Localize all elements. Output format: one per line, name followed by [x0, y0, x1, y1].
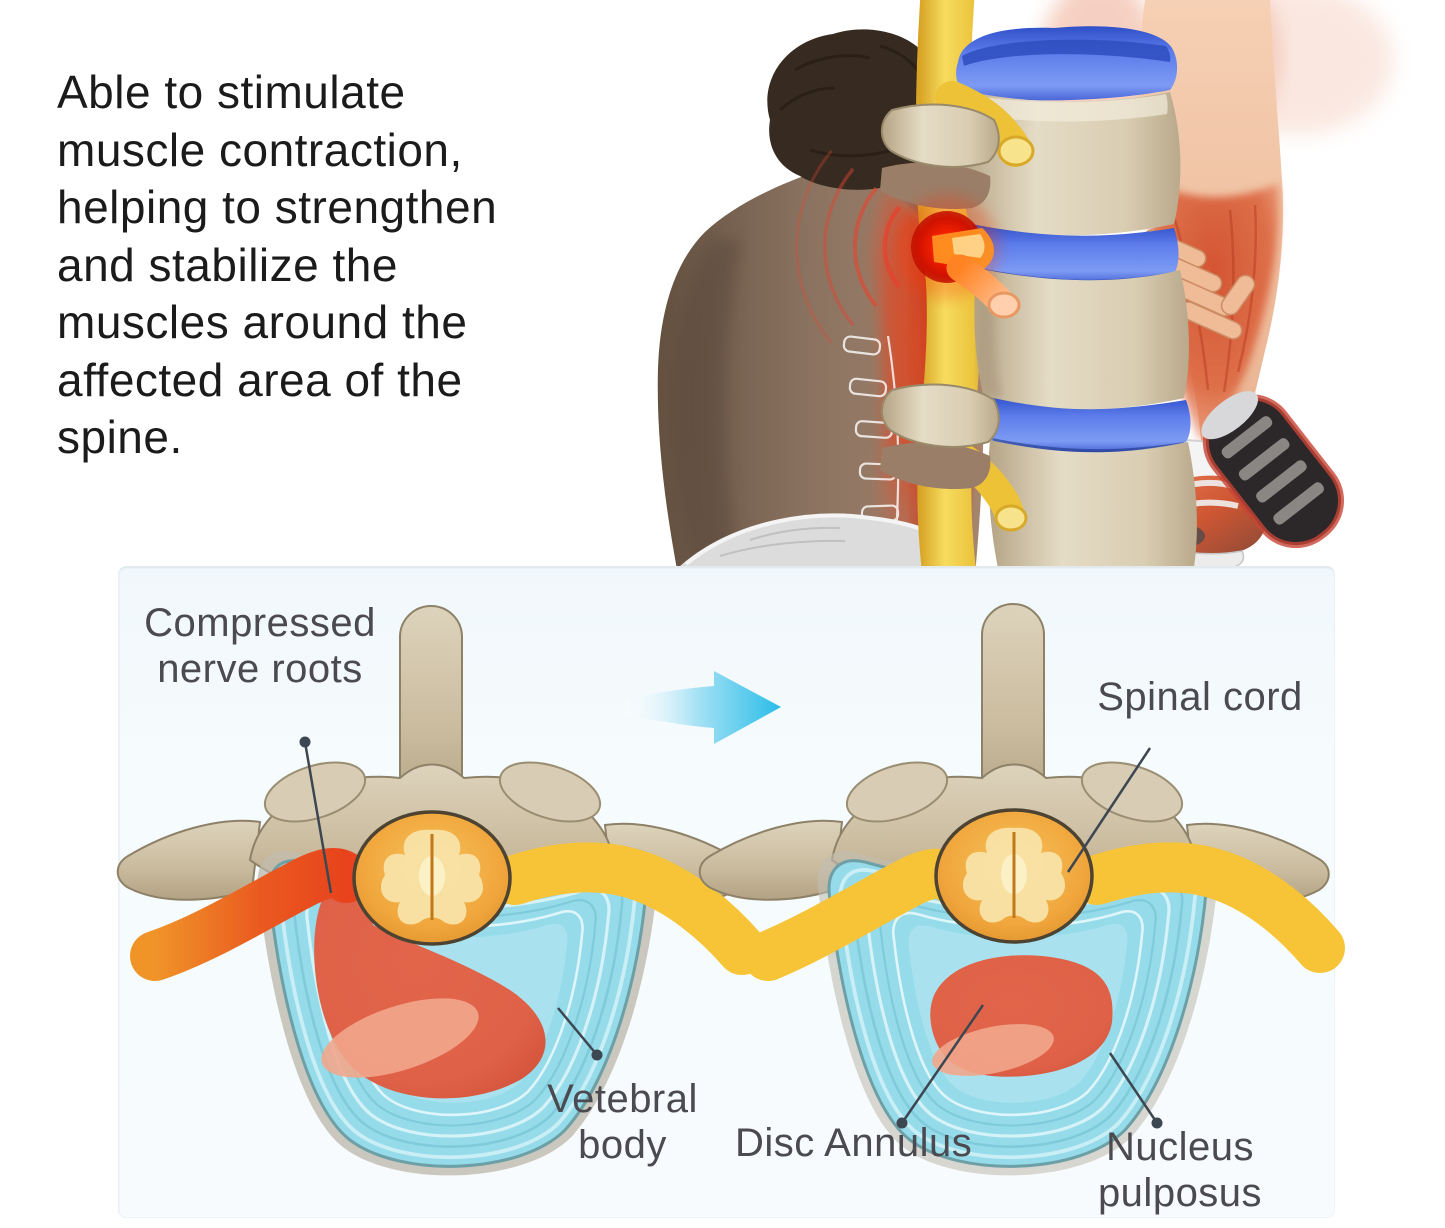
compressed-nerve-root	[130, 848, 371, 981]
leader-vertebral-body	[557, 1007, 603, 1061]
spine-column	[880, 0, 1197, 575]
label-line: Vetebral	[547, 1077, 698, 1121]
compressed-vertebra-diagram	[116, 605, 767, 1178]
label-vertebral-body: Vetebral body	[500, 1076, 745, 1168]
disc-3	[983, 396, 1191, 453]
leader-nucleus-pulposus	[1108, 1052, 1163, 1129]
left-transverse-wing	[698, 819, 844, 901]
label-compressed-nerve-roots: Compressed nerve roots	[120, 600, 400, 692]
intro-line: and stabilize the	[57, 238, 398, 291]
healthy-vertebra-diagram	[698, 603, 1345, 1178]
back-pain-illustration	[657, 0, 1393, 575]
vertebra-3	[988, 440, 1197, 575]
arm-shading	[673, 240, 742, 572]
articular-process	[1080, 761, 1184, 823]
intro-paragraph: Able to stimulate muscle contraction, he…	[57, 64, 637, 467]
label-disc-annulus: Disc Annulus	[735, 1121, 973, 1165]
intro-line: affected area of the	[57, 353, 463, 406]
articular-process	[498, 761, 602, 823]
nerve-root-right	[1072, 842, 1345, 973]
label-line: pulposus	[1097, 1171, 1263, 1215]
nerve-root-right	[490, 842, 767, 975]
left-transverse-wing	[116, 819, 262, 901]
herniated-nucleus	[314, 870, 546, 1099]
waistband-folds	[719, 526, 846, 557]
vertebra-cross-section-diagrams	[116, 603, 1345, 1178]
pinched-nerve-glow	[895, 195, 1021, 319]
disc-1	[956, 26, 1178, 101]
label-spinal-cord: Spinal cord	[1097, 675, 1303, 719]
hair-texture	[778, 44, 928, 159]
label-line: body	[578, 1123, 667, 1167]
label-nucleus-pulposus: Nucleus pulposus	[1065, 1124, 1295, 1216]
label-line: Nucleus	[1105, 1125, 1254, 1169]
leader-compressed-nerve-roots	[299, 736, 333, 894]
label-line: nerve roots	[157, 647, 363, 691]
running-shoe-far	[1201, 391, 1345, 549]
intro-line: spine.	[57, 411, 183, 463]
vertebra-2	[974, 268, 1189, 411]
intro-line: helping to strengthen	[57, 181, 498, 233]
intro-line: muscles around the	[57, 296, 468, 348]
articular-process	[845, 761, 949, 823]
nucleus-pulposus	[930, 955, 1113, 1077]
transverse-processes	[880, 103, 1000, 490]
disc-2	[971, 224, 1179, 283]
articular-process	[263, 761, 367, 823]
leader-spinal-cord	[1066, 747, 1152, 873]
leader-disc-annulus	[896, 1004, 985, 1129]
transition-arrow	[625, 671, 781, 744]
pain-ripples	[795, 150, 902, 344]
intro-line: muscle contraction,	[57, 123, 463, 176]
label-line: Compressed	[144, 601, 376, 645]
intro-line: Able to stimulate	[57, 66, 406, 118]
